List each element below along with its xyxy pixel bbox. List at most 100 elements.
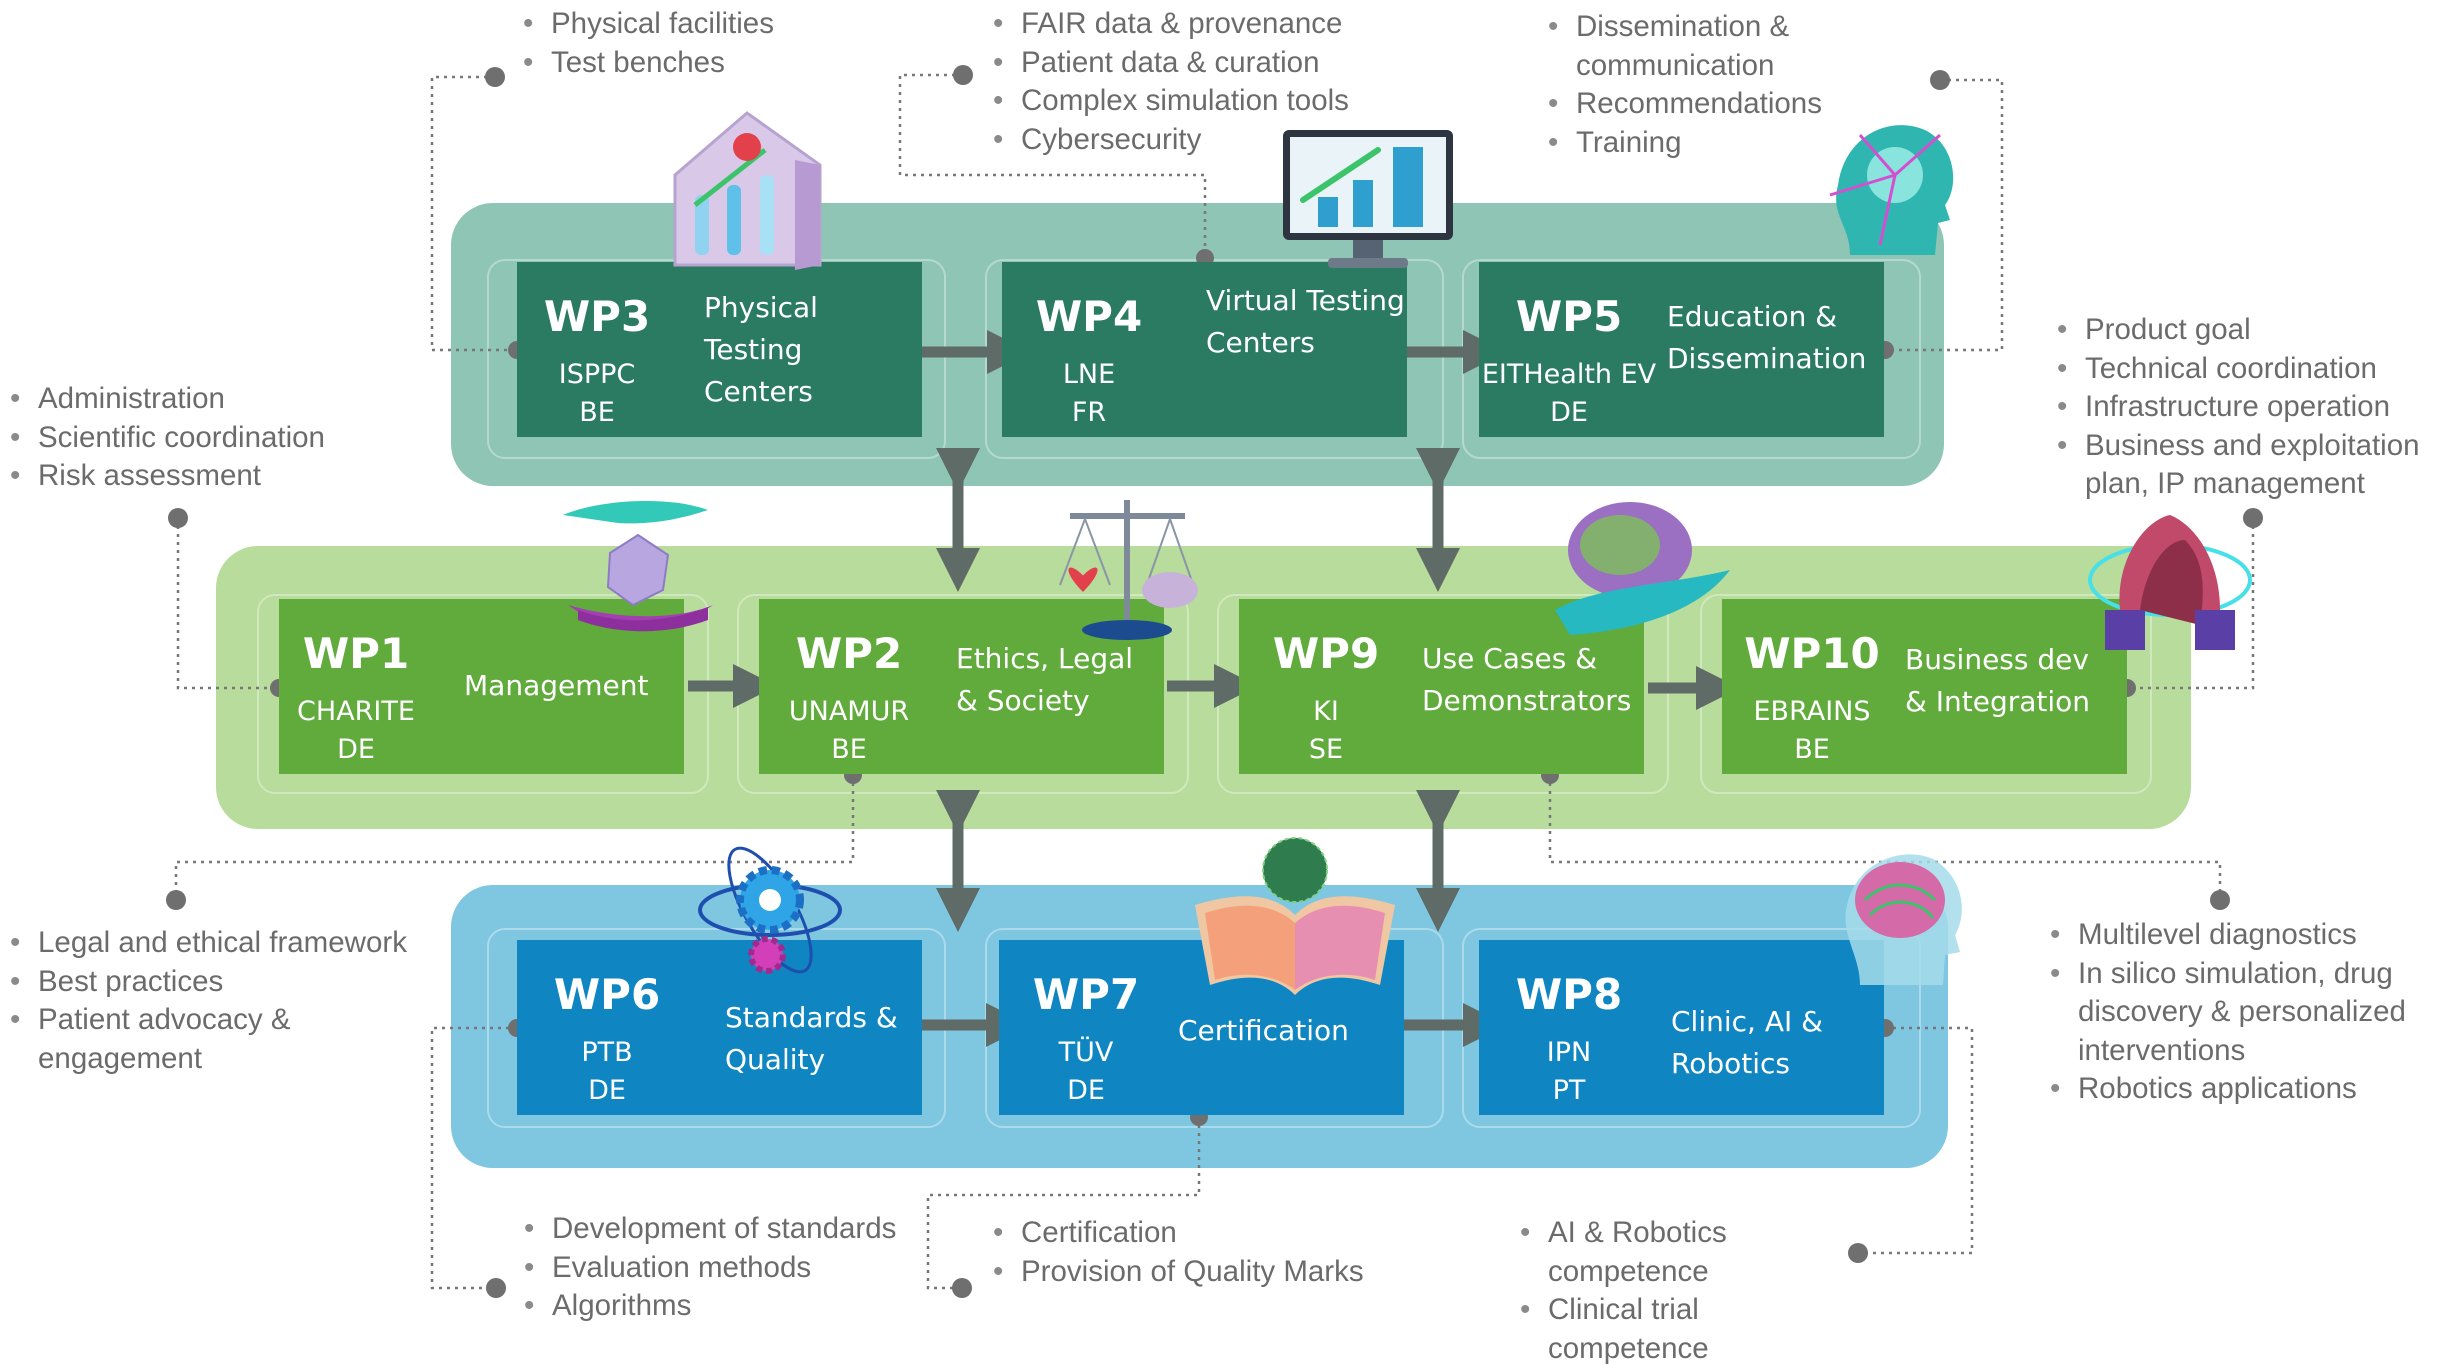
wp3-bullets: Physical facilities Test benches [523,5,774,82]
scales-justice-icon [1059,500,1198,640]
wp-code: WP5 [1515,292,1623,341]
gears-atom-icon [698,846,842,974]
bullet-item: Multilevel diagnostics [2050,916,2440,955]
wp-title-line2: & Society [956,684,1090,717]
monitor-chart-icon [1283,130,1453,268]
wp-code: WP8 [1515,970,1623,1019]
wp5-box[interactable]: WP5 EITHealth EV DE Education & Disseminat… [1479,262,1884,437]
wp-org: PTB [581,1037,633,1068]
wp-country: DE [1550,397,1588,428]
bullet-item: Business and exploitation plan, IP manag… [2057,427,2445,504]
bullet-item: Provision of Quality Marks [993,1253,1364,1292]
bullet-item: Legal and ethical framework [10,924,450,963]
dot [953,65,973,85]
wp-country: FR [1071,397,1107,428]
wp-country: PT [1552,1075,1586,1106]
wp-title-line2: Centers [1206,326,1315,359]
wp-title-line2: Robotics [1671,1047,1790,1080]
bullet-item: Administration [10,380,325,419]
wp-org: EBRAINS [1753,696,1871,727]
wp8-bullets: AI & Robotics competence Clinical trial … [1520,1214,1760,1368]
wp-org: IPN [1546,1037,1592,1068]
bullet-item: Risk assessment [10,457,325,496]
wp-country: DE [1067,1075,1105,1106]
bullet-item: Technical coordination [2057,350,2445,389]
bullet-item: Patient advocacy & engagement [10,1001,450,1078]
wp-code: WP7 [1032,970,1140,1019]
dot [952,1278,972,1298]
bullet-item: Infrastructure operation [2057,388,2445,427]
wp6-box[interactable]: WP6 PTB DE Standards & Quality [517,940,922,1115]
wp1-bullets: Administration Scientific coordination R… [10,380,325,496]
bullet-item: Development of standards [524,1210,896,1249]
hand-crystal-icon [563,500,713,632]
wp-code: WP4 [1035,292,1143,341]
head-network-icon [1829,125,1954,256]
wp-country: DE [588,1075,626,1106]
bullet-item: Complex simulation tools [993,82,1349,121]
wp-org: KI [1313,696,1339,727]
wp-country: BE [1794,734,1830,765]
wp-code: WP2 [795,629,903,678]
wp-title-line1: Standards & [725,1001,898,1034]
dot [166,890,186,910]
wp-code: WP9 [1272,629,1380,678]
wp-title-line1: Physical Testing [704,291,818,366]
wp10-bullets: Product goal Technical coordination Infr… [2057,311,2445,504]
wp-title-line1: Business dev [1905,643,2089,676]
wp-org: CHARITE [297,696,415,727]
bullet-item: Certification [993,1214,1364,1253]
wp-title-line2: Dissemination [1667,342,1867,375]
brain-hand-icon [1555,502,1730,635]
wp6-bullets: Development of standards Evaluation meth… [524,1210,896,1326]
bullet-item: Best practices [10,963,450,1002]
wp-title-line1: Virtual Testing [1206,284,1405,317]
wp-title-line1: Use Cases & [1422,642,1598,675]
bullet-item: Robotics applications [2050,1070,2440,1109]
wp-title-line2: Demonstrators [1422,684,1632,717]
dot [168,508,188,528]
bullet-item: Algorithms [524,1287,896,1326]
wp-country: SE [1308,734,1344,765]
bullet-item: Recommendations [1548,85,1833,124]
bullet-item: Product goal [2057,311,2445,350]
wp-org: EITHealth EV [1481,359,1657,390]
wp-title-line1: Clinic, AI & [1671,1005,1823,1038]
dot [486,1278,506,1298]
wp-code: WP1 [302,629,410,678]
bullet-item: Evaluation methods [524,1249,896,1288]
wp-title-line2: Quality [725,1043,826,1076]
wp-country: BE [579,397,615,428]
wp-org: UNAMUR [788,696,910,727]
wp2-bullets: Legal and ethical framework Best practic… [10,924,450,1078]
bullet-item: AI & Robotics competence [1520,1214,1760,1291]
bullet-item: Scientific coordination [10,419,325,458]
wp-country: DE [337,734,375,765]
bullet-item: Physical facilities [523,5,774,44]
bullet-item: In silico simulation, drug discovery & p… [2050,955,2440,1071]
bullet-item: Dissemination & communication [1548,8,1833,85]
wp-org: ISPPC [558,359,636,390]
wp-title-line2: & Integration [1905,685,2091,718]
wp-code: WP6 [553,970,661,1019]
wp9-bullets: Multilevel diagnostics In silico simulat… [2050,916,2440,1109]
dot [1848,1243,1868,1263]
dot [485,67,505,87]
wp-country: BE [831,734,867,765]
wp-org: LNE [1062,359,1116,390]
wp8-box[interactable]: WP8 IPN PT Clinic, AI & Robotics [1479,940,1884,1115]
testing-house-icon [673,111,822,270]
dot [2210,890,2230,910]
bullet-item: Patient data & curation [993,44,1349,83]
wp5-bullets: Dissemination & communication Recommenda… [1548,8,1833,162]
bullet-item: FAIR data & provenance [993,5,1349,44]
dot [1930,70,1950,90]
brain-head-icon [1845,854,1962,985]
wp-title-line1: Management [464,669,649,702]
bullet-item: Clinical trial competence [1520,1291,1760,1368]
wp-title-line2: Centers [704,375,813,408]
wp-title-line1: Education & [1667,300,1838,333]
